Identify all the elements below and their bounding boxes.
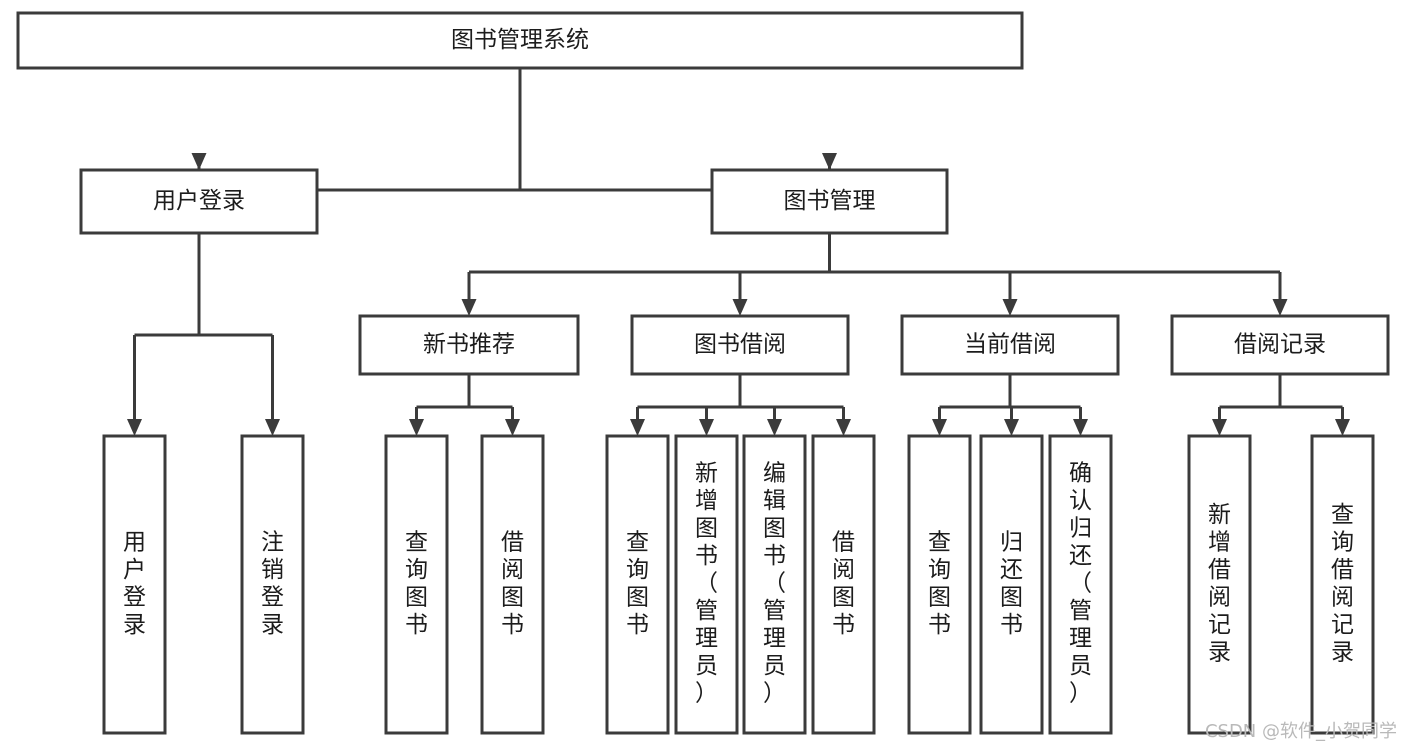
node-label-leaf-logout-login: 注销登录 [261,529,284,638]
node-box-leaf-add-borrow-record [1187,434,1252,735]
node-box-leaf-query-book-borrow [605,434,670,735]
node-box-leaf-query-book-current [907,434,972,735]
node-label-leaf-borrow-book-rec: 借阅图书 [501,529,524,638]
node-box-leaf-confirm-return [1048,434,1113,735]
node-label-new-book-recommend: 新书推荐 [423,332,515,358]
node-box-root [16,11,1024,70]
node-label-current-borrow: 当前借阅 [964,332,1056,358]
node-label-leaf-add-book-admin: 新增图书（管理员） [695,461,718,707]
arrow-head-icon [1212,419,1227,436]
node-box-leaf-logout-login [240,434,305,735]
node-book-management[interactable]: 图书管理 [710,168,949,235]
edge-group-current-borrow [932,374,1088,436]
node-box-leaf-borrow-book [811,434,876,735]
arrow-head-icon [1002,299,1018,316]
edge-group-new-book-recommend [409,374,520,436]
node-label-leaf-query-book-current: 查询图书 [928,529,951,638]
node-leaf-query-book-current[interactable]: 查询图书 [907,434,972,735]
node-layer: 图书管理系统用户登录图书管理新书推荐图书借阅当前借阅借阅记录用户登录注销登录查询… [16,11,1390,735]
node-box-leaf-user-login [102,434,167,735]
arrow-head-icon [1272,299,1288,316]
node-label-borrow-record: 借阅记录 [1234,332,1326,358]
edge-group-book-management [461,233,1288,316]
node-box-book-management [710,168,949,235]
node-label-leaf-edit-book-admin: 编辑图书（管理员） [763,461,786,707]
arrow-head-icon [630,419,645,436]
node-box-leaf-add-book-admin [674,434,739,735]
node-leaf-borrow-book-rec[interactable]: 借阅图书 [480,434,545,735]
node-leaf-add-borrow-record[interactable]: 新增借阅记录 [1187,434,1252,735]
connector-layer [127,68,1350,436]
node-leaf-query-book-rec[interactable]: 查询图书 [384,434,449,735]
arrow-head-icon [699,419,714,436]
arrow-head-icon [822,153,837,170]
node-label-user-login: 用户登录 [153,188,245,214]
node-borrow-record[interactable]: 借阅记录 [1170,314,1390,376]
arrow-head-icon [191,153,207,170]
node-leaf-user-login[interactable]: 用户登录 [102,434,167,735]
node-label-book-borrow: 图书借阅 [694,332,786,358]
node-leaf-add-book-admin[interactable]: 新增图书（管理员） [674,434,739,735]
node-label-root: 图书管理系统 [451,27,589,53]
node-box-current-borrow [900,314,1120,376]
node-box-borrow-record [1170,314,1390,376]
node-leaf-query-book-borrow[interactable]: 查询图书 [605,434,670,735]
node-box-new-book-recommend [358,314,580,376]
node-label-leaf-confirm-return: 确认归还（管理员） [1069,461,1092,707]
edge-group-borrow-record [1212,374,1350,436]
node-root[interactable]: 图书管理系统 [16,11,1024,70]
node-box-user-login [79,168,319,235]
edge-group-user-login [127,233,280,436]
node-box-leaf-borrow-book-rec [480,434,545,735]
edge-group-book-borrow [630,374,851,436]
node-leaf-query-borrow-record[interactable]: 查询借阅记录 [1310,434,1375,735]
node-label-book-management: 图书管理 [784,188,876,214]
arrow-head-icon [127,419,142,436]
node-label-leaf-query-book-borrow: 查询图书 [626,529,649,638]
arrow-head-icon [409,419,424,436]
arrow-head-icon [265,419,280,436]
node-leaf-logout-login[interactable]: 注销登录 [240,434,305,735]
node-new-book-recommend[interactable]: 新书推荐 [358,314,580,376]
arrow-head-icon [461,299,477,316]
arrow-head-icon [732,299,748,316]
node-label-leaf-add-borrow-record: 新增借阅记录 [1208,502,1231,666]
node-box-leaf-return-book [979,434,1044,735]
node-box-leaf-query-borrow-record [1310,434,1375,735]
arrow-head-icon [767,419,782,436]
node-label-leaf-query-book-rec: 查询图书 [405,529,428,638]
node-leaf-edit-book-admin[interactable]: 编辑图书（管理员） [742,434,807,735]
node-label-leaf-return-book: 归还图书 [1000,529,1023,638]
arrow-head-icon [1335,419,1350,436]
node-current-borrow[interactable]: 当前借阅 [900,314,1120,376]
arrow-head-icon [932,419,947,436]
node-book-borrow[interactable]: 图书借阅 [630,314,850,376]
node-label-leaf-user-login: 用户登录 [123,529,146,638]
arrow-head-icon [1004,419,1019,436]
node-user-login[interactable]: 用户登录 [79,168,319,235]
arrow-head-icon [1073,419,1088,436]
arrow-head-icon [836,419,851,436]
node-box-leaf-query-book-rec [384,434,449,735]
node-label-leaf-borrow-book: 借阅图书 [832,529,855,638]
node-leaf-borrow-book[interactable]: 借阅图书 [811,434,876,735]
arrow-head-icon [505,419,520,436]
node-leaf-return-book[interactable]: 归还图书 [979,434,1044,735]
node-label-leaf-query-borrow-record: 查询借阅记录 [1331,502,1354,666]
node-leaf-confirm-return[interactable]: 确认归还（管理员） [1048,434,1113,735]
node-box-book-borrow [630,314,850,376]
node-box-leaf-edit-book-admin [742,434,807,735]
